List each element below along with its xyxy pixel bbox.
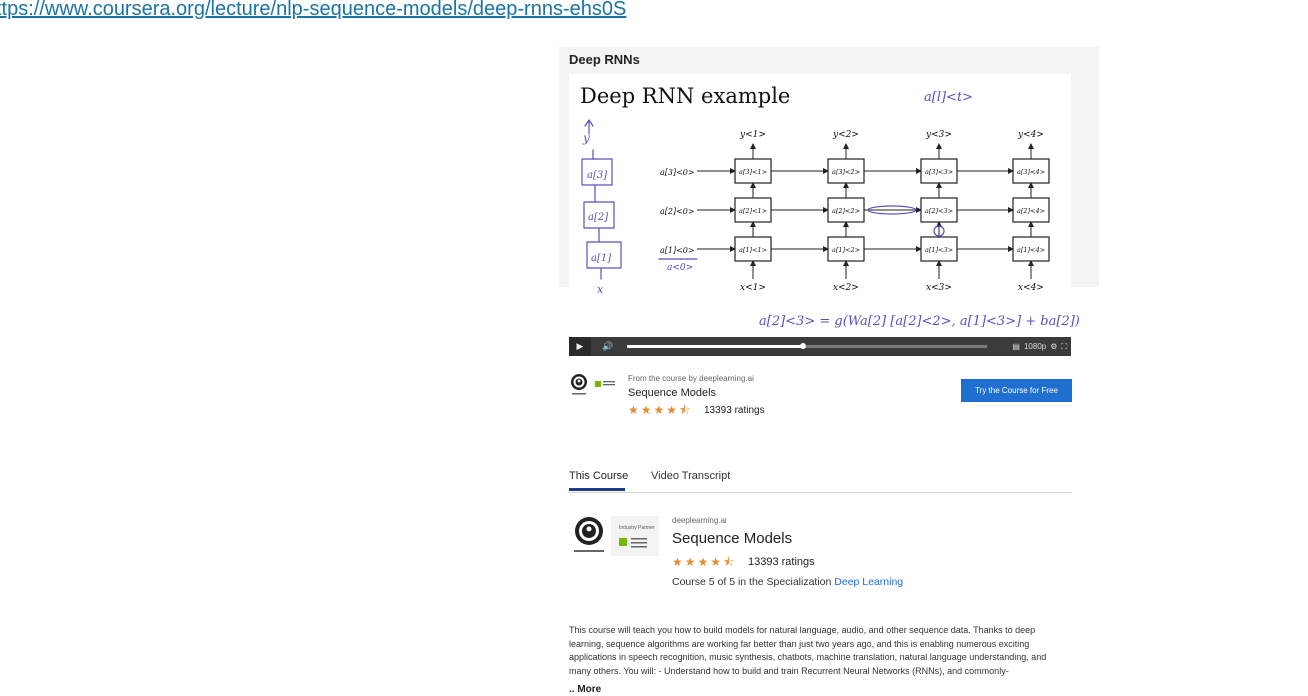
active-tab-underline xyxy=(569,488,625,491)
rating-stars-small: ★★★★⯪ xyxy=(628,404,690,416)
volume-icon[interactable]: 🔊 xyxy=(602,341,614,351)
init-label-3: a[3]<0> xyxy=(660,168,695,177)
more-label[interactable]: More xyxy=(577,684,602,695)
video-controls: ▶ 🔊 ▤ 1080p ⚙ ⛶ xyxy=(569,337,1071,356)
rnn-cell-label: a[2]<2> xyxy=(832,207,860,215)
fullscreen-icon[interactable]: ⛶ xyxy=(1061,341,1067,351)
progress-fill xyxy=(627,345,804,348)
slide-heading: Deep RNN example xyxy=(580,84,790,108)
star-icon: ★ xyxy=(672,555,683,569)
try-course-button[interactable]: Try the Course for Free xyxy=(961,379,1072,402)
spec-prefix: Course 5 of 5 in the Specialization xyxy=(672,576,835,588)
content-tabs: This Course Video Transcript xyxy=(569,466,1072,493)
rnn-cell-label: a[1]<2> xyxy=(832,246,860,254)
init-label-2: a[2]<0> xyxy=(660,207,695,216)
settings-icon[interactable]: ⚙ xyxy=(1050,342,1058,351)
course-bar: From the course by deeplearning.ai Seque… xyxy=(569,372,1072,422)
play-icon[interactable]: ▶ xyxy=(569,337,591,356)
more-link[interactable]: .. More xyxy=(569,684,602,695)
rnn-cell xyxy=(1012,236,1050,262)
star-icon: ★ xyxy=(653,403,665,417)
star-icon: ★ xyxy=(684,555,696,569)
rnn-cell xyxy=(827,197,865,223)
rnn-cell xyxy=(734,197,772,223)
rnn-cell-label: a[3]<4> xyxy=(1017,168,1045,176)
controls-right: ▤ 1080p ⚙ ⛶ xyxy=(1012,337,1067,356)
tab-video-transcript[interactable]: Video Transcript xyxy=(651,470,731,482)
industry-partner-label: Industry Partner xyxy=(619,525,655,531)
note-formula: a[2]<3> = g(Wa[2] [a[2]<2>, a[1]<3>] + b… xyxy=(759,314,1080,329)
output-label: y<2> xyxy=(832,130,859,140)
half-star-icon: ⯪ xyxy=(723,555,735,569)
course-title[interactable]: Sequence Models xyxy=(672,530,793,547)
rating-stars: ★★★★⯪ xyxy=(672,556,734,568)
init-label-1: a[1]<0> xyxy=(660,246,695,255)
rnn-cell-label: a[2]<1> xyxy=(739,207,767,215)
deep-rnn-diagram: Deep RNN example a[l]<t> y a[3] a[2] a[1… xyxy=(580,84,1080,329)
star-icon: ★ xyxy=(628,403,639,417)
svg-text:a[3]: a[3] xyxy=(587,170,607,181)
course-card: Industry Partner deeplearning.ai Sequenc… xyxy=(569,512,1072,592)
input-label: x<1> xyxy=(740,283,766,293)
rnn-cell-label: a[2]<4> xyxy=(1017,207,1045,215)
handwritten-highlight xyxy=(867,205,917,215)
svg-text:a[1]: a[1] xyxy=(591,253,611,264)
input-label: x<2> xyxy=(833,283,859,293)
rnn-cell-label: a[3]<3> xyxy=(925,168,953,176)
star-icon: ★ xyxy=(697,555,709,569)
rnn-cell-label: a[3]<1> xyxy=(739,168,767,176)
input-label: x<4> xyxy=(1018,283,1044,293)
ratings-count: 13393 ratings xyxy=(748,556,815,568)
deeplearning-logo-icon xyxy=(571,374,615,395)
handwritten-circle xyxy=(933,225,945,237)
from-course-text: From the course by deeplearning.ai xyxy=(628,374,754,383)
course-name-small[interactable]: Sequence Models xyxy=(628,387,717,399)
rnn-cell-label: a[1]<3> xyxy=(925,246,953,254)
input-label: x<3> xyxy=(926,283,952,293)
half-star-icon: ⯪ xyxy=(679,403,691,417)
svg-text:a<0>: a<0> xyxy=(667,263,693,273)
specialization-line: Course 5 of 5 in the Specialization Deep… xyxy=(672,576,903,588)
progress-bar[interactable] xyxy=(627,343,987,349)
svg-text:x: x xyxy=(597,283,604,296)
output-label: y<1> xyxy=(739,130,766,140)
lecture-title: Deep RNNs xyxy=(569,52,640,67)
rnn-cell xyxy=(920,158,958,184)
output-label: y<4> xyxy=(1017,130,1044,140)
quality-label[interactable]: 1080p xyxy=(1023,342,1047,351)
rnn-cell-label: a[2]<3> xyxy=(925,207,953,215)
star-icon: ★ xyxy=(710,555,722,569)
svg-text:a[2]: a[2] xyxy=(588,212,608,223)
svg-text:y: y xyxy=(582,131,590,145)
course-logo-icon xyxy=(574,516,659,556)
output-label: y<3> xyxy=(925,130,952,140)
rnn-cell-label: a[3]<2> xyxy=(832,168,860,176)
provider-name: deeplearning.ai xyxy=(672,516,727,525)
rnn-grid: a[3]<1> a[3]<2> a[3]<3> a[3]<4> a[2]<1> a[2]<… xyxy=(697,130,1050,293)
transcript-icon[interactable]: ▤ xyxy=(1012,342,1020,351)
video-slide[interactable]: Deep RNN example a[l]<t> y a[3] a[2] a[1… xyxy=(569,74,1080,337)
star-icon: ★ xyxy=(666,403,678,417)
course-description: This course will teach you how to build … xyxy=(569,625,1047,676)
specialization-link[interactable]: Deep Learning xyxy=(834,576,904,588)
note-top: a[l]<t> xyxy=(924,90,973,105)
ratings-count-small: 13393 ratings xyxy=(704,405,765,416)
rnn-cell xyxy=(920,197,958,223)
rnn-cell-label: a[1]<1> xyxy=(739,246,767,254)
handwritten-stack: y a[3] a[2] a[1] a<0> x xyxy=(581,119,693,296)
progress-knob[interactable] xyxy=(800,343,807,349)
page-url-link[interactable]: ttps://www.coursera.org/lecture/nlp-sequ… xyxy=(0,0,627,20)
tab-this-course[interactable]: This Course xyxy=(569,470,629,482)
rnn-cell-label: a[1]<4> xyxy=(1017,246,1045,254)
star-icon: ★ xyxy=(640,403,652,417)
